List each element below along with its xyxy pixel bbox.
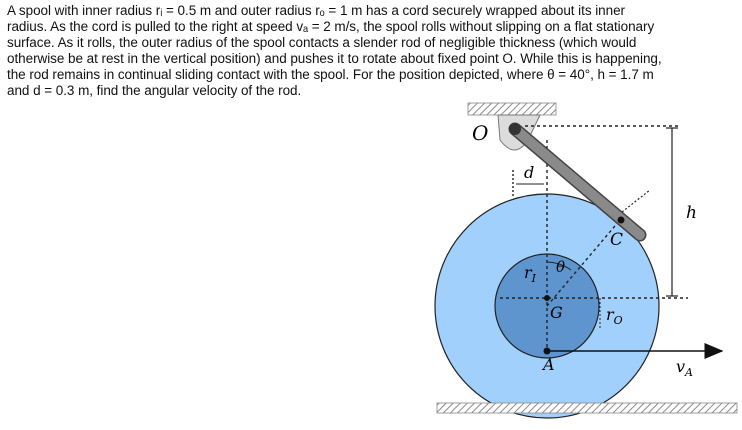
theta-arc	[546, 261, 572, 271]
problem-line: A spool with inner radius rᵢ = 0.5 m and…	[7, 3, 625, 18]
label-theta: θ	[556, 258, 565, 276]
problem-line: otherwise be at rest in the vertical pos…	[7, 51, 662, 66]
problem-line: surface. As it rolls, the outer radius o…	[7, 35, 637, 50]
pivot-pin	[509, 123, 521, 135]
label-a: A	[541, 355, 555, 374]
label-o: O	[472, 121, 488, 145]
label-ri: rI	[524, 263, 537, 285]
problem-line: radius. As the cord is pulled to the rig…	[7, 19, 655, 34]
contact-point	[617, 216, 625, 224]
problem-line: and d = 0.3 m, find the angular velocity…	[7, 83, 302, 98]
ceiling-support	[467, 102, 557, 116]
label-h: h	[686, 203, 697, 223]
label-va: vA	[676, 357, 693, 379]
label-ro: rO	[606, 305, 623, 327]
label-c: C	[610, 230, 623, 250]
problem-statement: A spool with inner radius rᵢ = 0.5 m and…	[7, 3, 735, 99]
center-point	[544, 295, 550, 301]
label-g: G	[550, 303, 563, 322]
ground	[436, 402, 738, 414]
label-d: d	[524, 163, 534, 182]
radius-to-c-line	[546, 219, 621, 307]
problem-line: the rod remains in continual sliding con…	[7, 67, 654, 82]
c-normal-line	[621, 189, 651, 213]
